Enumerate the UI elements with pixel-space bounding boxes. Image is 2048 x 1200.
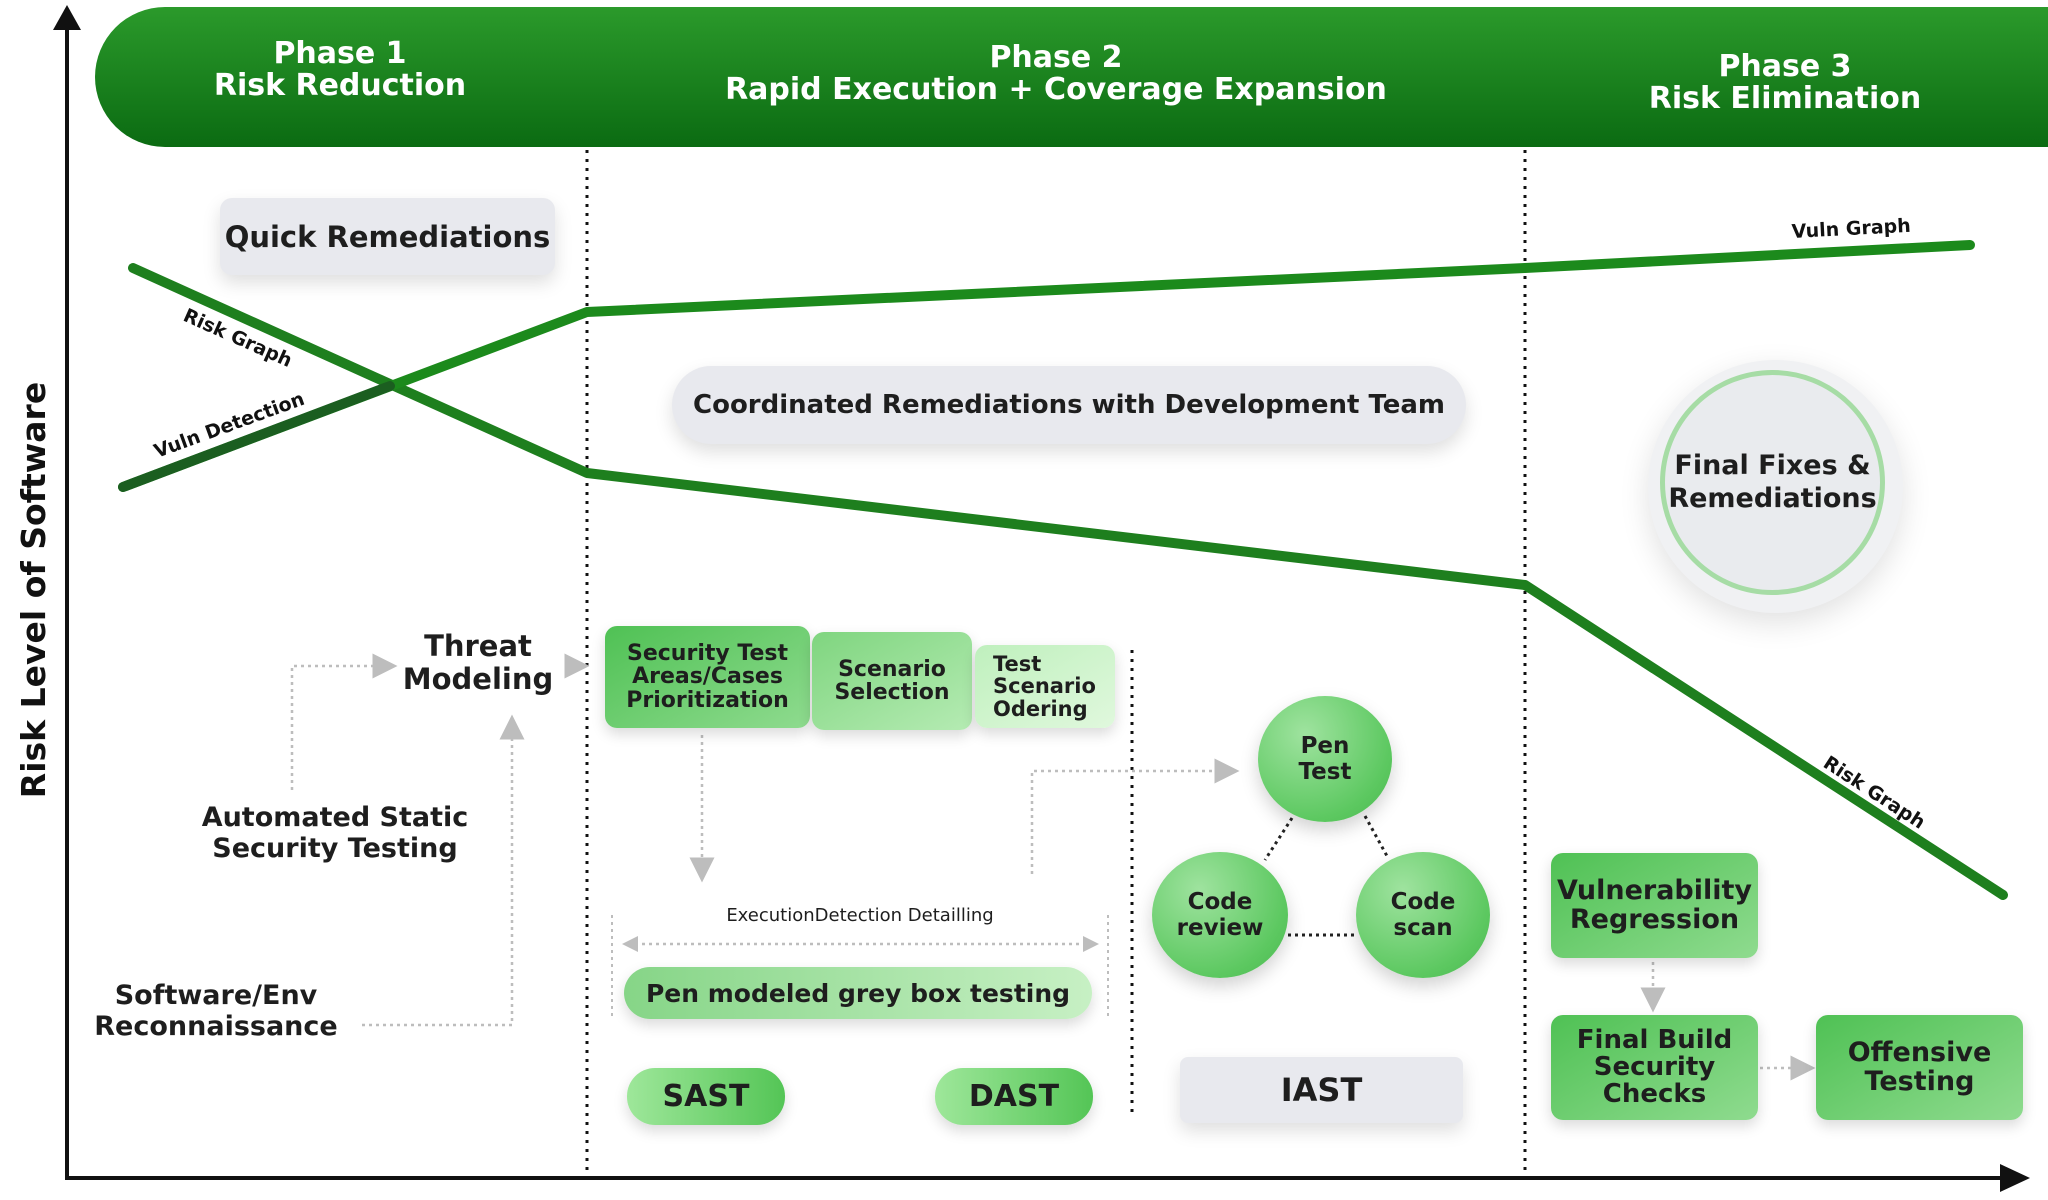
box1-line2: Areas/Cases xyxy=(632,664,783,690)
coordinated-remediations-box: Coordinated Remediations with Developmen… xyxy=(672,366,1466,444)
vuln-graph-label: Vuln Graph xyxy=(1791,215,1911,243)
risk-graph-line xyxy=(128,263,2008,900)
threat-modeling-line2: Modeling xyxy=(402,661,554,696)
code-scan-circle: Code scan xyxy=(1356,852,1490,978)
automated-static-testing-label: Automated Static Security Testing xyxy=(180,802,490,864)
ast-line1: Automated Static xyxy=(201,802,469,833)
box3-line2: Scenario xyxy=(993,674,1096,699)
code-review-line2: review xyxy=(1176,915,1264,941)
code-scan-line1: Code xyxy=(1390,888,1456,915)
ast-line2: Security Testing xyxy=(212,832,458,864)
vulnerability-regression-box: Vulnerability Regression xyxy=(1551,853,1758,958)
pen-to-review-link xyxy=(1263,817,1294,861)
risk-graph-label-2: Risk Graph xyxy=(1819,752,1929,834)
ast-to-threat-connector xyxy=(290,653,398,790)
grey-box-testing-pill: Pen modeled grey box testing xyxy=(624,967,1092,1019)
y-axis-arrow xyxy=(53,5,81,30)
offensive-line2: Testing xyxy=(1864,1065,1975,1097)
final-fixes-line1: Final Fixes & xyxy=(1674,450,1871,482)
final-build-line3: Checks xyxy=(1602,1079,1707,1110)
box1-line3: Prioritization xyxy=(626,687,789,713)
final-fixes-circle: Final Fixes & Remediations xyxy=(1660,370,1885,595)
pen-test-circle: Pen Test xyxy=(1258,696,1392,822)
pen-test-line2: Test xyxy=(1298,759,1352,785)
vuln-detection-overlay xyxy=(118,381,395,492)
x-axis-arrow xyxy=(2000,1164,2030,1192)
iast-box: IAST xyxy=(1180,1057,1463,1123)
offensive-testing-box: Offensive Testing xyxy=(1816,1015,2023,1120)
phase-2-title: Rapid Execution + Coverage Expansion xyxy=(725,71,1387,107)
execution-arrow-right-head xyxy=(1083,936,1099,952)
quick-remediations-box: Quick Remediations xyxy=(220,198,555,275)
recon-label: Software/Env Reconnaissance xyxy=(80,980,352,1042)
recon-line1: Software/Env xyxy=(114,980,318,1011)
pen-test-line1: Pen xyxy=(1300,732,1350,759)
final-build-line2: Security xyxy=(1593,1051,1716,1082)
threat-modeling-line1: Threat xyxy=(424,629,532,663)
pen-to-scan-link xyxy=(1363,815,1389,857)
final-build-line1: Final Build xyxy=(1576,1024,1733,1055)
vuln-regression-line1: Vulnerability xyxy=(1556,875,1753,907)
security-test-prioritization-box: Security Test Areas/Cases Prioritization xyxy=(605,626,810,728)
final-fixes-line2: Remediations xyxy=(1668,482,1877,514)
recon-line2: Reconnaissance xyxy=(94,1010,338,1042)
code-review-circle: Code review xyxy=(1152,852,1288,978)
box3-line3: Odering xyxy=(993,696,1088,721)
execution-detection-label: ExecutionDetection Detailling xyxy=(726,905,994,926)
scenario-selection-box: Scenario Selection xyxy=(812,632,972,730)
sast-pill: SAST xyxy=(627,1068,785,1125)
phase-3-number: Phase 3 xyxy=(1718,49,1852,84)
code-scan-line2: scan xyxy=(1393,915,1453,941)
execution-arrow-left-head xyxy=(622,936,638,952)
vuln-regression-line2: Regression xyxy=(1569,903,1740,935)
phase-1-header: Phase 1 Risk Reduction xyxy=(200,38,480,101)
box3-line1: Test xyxy=(993,652,1042,677)
phase-3-header: Phase 3 Risk Elimination xyxy=(1600,51,1970,114)
recon-to-threat-connector xyxy=(362,714,525,1027)
phase-1-title: Risk Reduction xyxy=(213,67,467,103)
threat-modeling-label: Threat Modeling xyxy=(378,630,578,696)
phase-1-number: Phase 1 xyxy=(273,36,407,71)
phase-header-band xyxy=(95,7,2048,147)
offensive-line1: Offensive xyxy=(1847,1037,1992,1069)
y-axis-label: Risk Level of Software xyxy=(14,382,53,798)
phase-2-number: Phase 2 xyxy=(989,40,1123,75)
test-scenario-ordering-box: Test Scenario Odering xyxy=(975,645,1115,728)
box2-line2: Selection xyxy=(834,680,950,705)
phase-3-title: Risk Elimination xyxy=(1648,80,1922,116)
code-review-line1: Code xyxy=(1187,888,1253,915)
final-build-checks-box: Final Build Security Checks xyxy=(1551,1015,1758,1120)
box1-line1: Security Test xyxy=(627,641,788,667)
dast-pill: DAST xyxy=(935,1068,1093,1125)
phase-2-header: Phase 2 Rapid Execution + Coverage Expan… xyxy=(700,42,1412,105)
box2-line1: Scenario xyxy=(838,656,946,682)
